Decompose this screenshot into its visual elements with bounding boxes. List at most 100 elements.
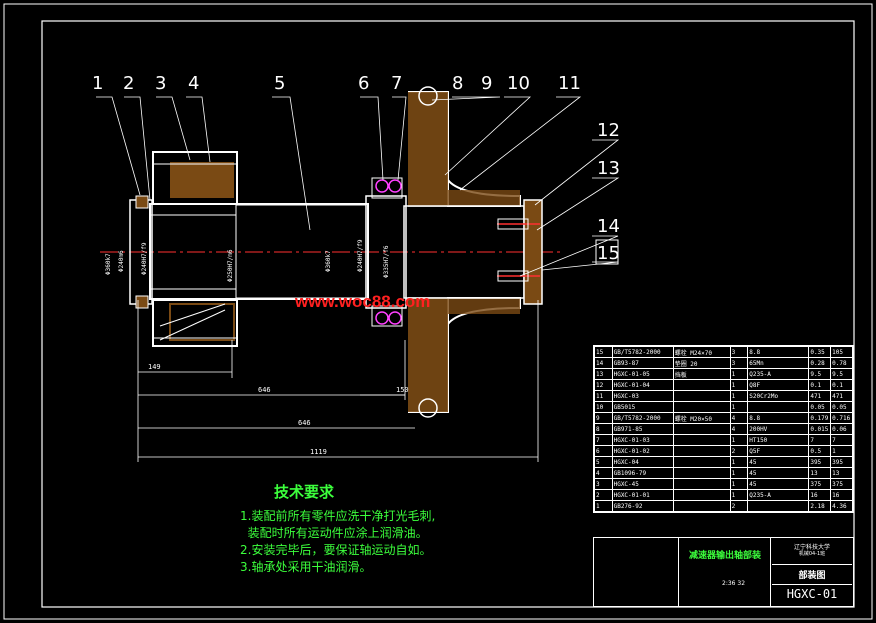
leader-number: 5 xyxy=(274,73,286,94)
fit-tolerance: Φ360k7 xyxy=(105,253,112,275)
bom-cell: 1 xyxy=(729,368,749,380)
bom-cell: HGXC-45 xyxy=(611,478,674,490)
bom-cell: 螺栓 M24×70 xyxy=(672,346,731,358)
requirement-line: 2.安装完毕后，要保证轴运动自如。 xyxy=(240,543,432,557)
bom-cell: HGXC-01-01 xyxy=(611,489,674,501)
bom-cell: 12 xyxy=(594,379,613,391)
bom-cell xyxy=(672,390,731,402)
fit-tolerance: Φ335H7/f6 xyxy=(383,245,390,278)
bom-cell: 0.05 xyxy=(830,401,853,413)
bom-cell: 2.18 xyxy=(808,500,832,512)
bom-cell: 8.8 xyxy=(747,412,810,424)
bom-cell xyxy=(672,478,731,490)
bom-cell xyxy=(672,445,731,457)
scale-value: 2:36 32 xyxy=(722,580,746,587)
bom-cell: 8.8 xyxy=(747,346,810,358)
bom-cell: HT150 xyxy=(747,434,810,446)
bom-cell: 0.05 xyxy=(808,401,832,413)
bom-cell: 4 xyxy=(594,467,613,479)
bom-cell: 1 xyxy=(729,401,749,413)
requirement-line: 装配时所有运动件应涂上润滑油。 xyxy=(240,526,428,540)
bom-cell: 1 xyxy=(830,445,853,457)
leader-number: 3 xyxy=(155,73,167,94)
bom-cell: 45 xyxy=(747,478,810,490)
requirement-line: 1.装配前所有零件应洗干净打光毛刺, xyxy=(240,509,436,523)
bearing-left-bottom xyxy=(135,295,149,309)
bom-cell: HGXC-01-03 xyxy=(611,434,674,446)
bom-cell: 375 xyxy=(830,478,853,490)
bom-cell: GB/T5782-2000 xyxy=(611,412,674,424)
leader-number: 11 xyxy=(558,73,581,94)
bom-cell: 0.5 xyxy=(808,445,832,457)
dimension-value: 1119 xyxy=(310,448,327,456)
leader-lines xyxy=(96,96,620,277)
leader-number: 12 xyxy=(597,120,620,141)
bom-cell: 65Mn xyxy=(747,357,810,369)
bom-cell: HGXC-01-05 xyxy=(611,368,674,380)
bom-cell: 45 xyxy=(747,467,810,479)
outer-border xyxy=(3,3,873,620)
bom-cell: 375 xyxy=(808,478,832,490)
bearing-left-top xyxy=(135,195,149,209)
drawing-name: 减速器输出轴部装 xyxy=(688,551,761,561)
shaft xyxy=(129,195,525,309)
bom-cell: 0.78 xyxy=(830,357,853,369)
inner-border xyxy=(41,20,855,608)
leader-number: 10 xyxy=(507,73,530,94)
sheet-type: 部装图 xyxy=(772,564,852,581)
fit-tolerance: Φ250H7/m6 xyxy=(227,249,234,282)
bom-cell: 0.35 xyxy=(808,346,832,358)
bom-cell xyxy=(672,401,731,413)
bom-cell: 45 xyxy=(747,456,810,468)
requirements-title: 技术要求 xyxy=(274,483,335,501)
flange-hub xyxy=(408,86,521,418)
bom-cell: 14 xyxy=(594,357,613,369)
bom-cell: 7 xyxy=(594,434,613,446)
leader-number: 14 xyxy=(597,216,620,237)
fit-tolerance: Φ360k7 xyxy=(325,250,332,272)
end-plate xyxy=(497,199,543,305)
bom-cell: 2 xyxy=(729,445,749,457)
bom-cell xyxy=(672,489,731,501)
bom-cell: GB971-85 xyxy=(611,423,674,435)
bom-cell: 395 xyxy=(808,456,832,468)
bom-cell: Q235-A xyxy=(747,489,810,501)
bom-cell: GB5015 xyxy=(611,401,674,413)
bom-cell: GB1096-79 xyxy=(611,467,674,479)
bom-cell: 13 xyxy=(830,467,853,479)
bom-cell: 15 xyxy=(594,346,613,358)
bom-cell xyxy=(672,423,731,435)
bom-cell: HGXC-01-02 xyxy=(611,445,674,457)
bom-cell: 2 xyxy=(729,500,749,512)
bom-cell: 200HV xyxy=(747,423,810,435)
bom-cell: 9 xyxy=(594,412,613,424)
leader-number: 8 xyxy=(452,73,464,94)
bom-cell: 471 xyxy=(830,390,853,402)
dimension-value: 646 xyxy=(258,386,271,394)
bom-cell: HGXC-04 xyxy=(611,456,674,468)
bom-cell xyxy=(747,500,810,512)
bom-cell: 3 xyxy=(594,478,613,490)
bom-cell: 6 xyxy=(594,445,613,457)
bom-cell: 9.5 xyxy=(830,368,853,380)
bom-cell: 3 xyxy=(729,346,749,358)
bom-cell: 1 xyxy=(729,390,749,402)
bom-cell: 13 xyxy=(594,368,613,380)
fit-tolerance: Φ240H7/f9 xyxy=(357,239,364,272)
bom-cell: 0.1 xyxy=(808,379,832,391)
bom-cell: Q235-A xyxy=(747,368,810,380)
school-name: 辽宁科技大学 xyxy=(793,544,830,551)
bom-cell: 5 xyxy=(594,456,613,468)
leader-number: 7 xyxy=(391,73,403,94)
